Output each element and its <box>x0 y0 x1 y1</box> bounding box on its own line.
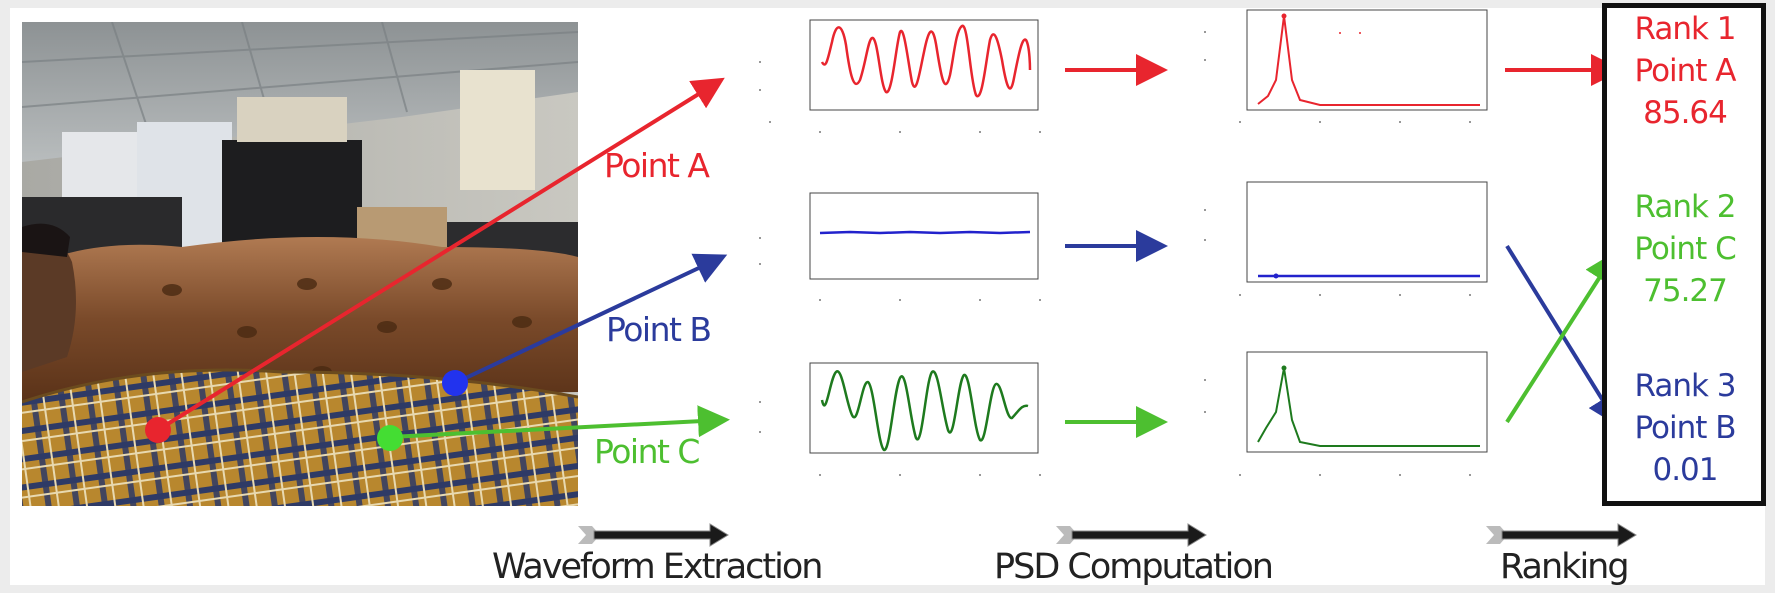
point-c-marker <box>377 425 403 451</box>
arrow-point-a <box>156 77 725 432</box>
point-a-marker <box>145 417 171 443</box>
stage-arrow-ranking <box>1486 523 1637 547</box>
arrow-b-to-rank3 <box>1505 244 1620 427</box>
rank-2-point: Point C <box>1634 231 1736 267</box>
rank-2-title: Rank 2 <box>1634 189 1736 225</box>
arrow-c-to-rank2 <box>1505 251 1617 424</box>
arrow-point-b <box>454 253 728 385</box>
video-frame-photo <box>22 22 578 506</box>
rank-1-point: Point A <box>1634 53 1736 89</box>
rank-2-score: 75.27 <box>1643 273 1728 309</box>
rank-3-entry: Rank 3 Point B 0.01 <box>1600 365 1770 491</box>
point-b-label: Point B <box>606 310 712 349</box>
point-b-marker <box>442 370 468 396</box>
arrow-point-c <box>389 405 730 439</box>
waveform-plot-c <box>809 362 1039 454</box>
stage-arrow-waveform <box>578 523 729 547</box>
rank-2-entry: Rank 2 Point C 75.27 <box>1600 186 1770 312</box>
stage-arrow-psd <box>1056 523 1207 547</box>
psd-plot-c <box>1246 351 1488 453</box>
rank-3-title: Rank 3 <box>1634 368 1736 404</box>
rank-3-score: 0.01 <box>1652 452 1718 488</box>
rank-1-title: Rank 1 <box>1634 11 1736 47</box>
stage-label-psd-computation: PSD Computation <box>994 547 1274 587</box>
plot-tick-marks <box>759 31 1471 476</box>
psd-plot-a <box>1246 9 1488 111</box>
rank-1-score: 85.64 <box>1643 95 1728 131</box>
point-a-label: Point A <box>604 146 710 185</box>
couch-scene-image <box>22 22 578 506</box>
ranking-box <box>1602 3 1766 506</box>
waveform-plot-a <box>809 19 1039 111</box>
point-c-label: Point C <box>594 432 700 471</box>
waveform-plot-b <box>809 192 1039 280</box>
psd-plot-b <box>1246 181 1488 283</box>
rank-3-point: Point B <box>1634 410 1736 446</box>
stage-label-waveform-extraction: Waveform Extraction <box>492 547 823 587</box>
rank-1-entry: Rank 1 Point A 85.64 <box>1600 8 1770 134</box>
stage-label-ranking: Ranking <box>1500 547 1630 587</box>
